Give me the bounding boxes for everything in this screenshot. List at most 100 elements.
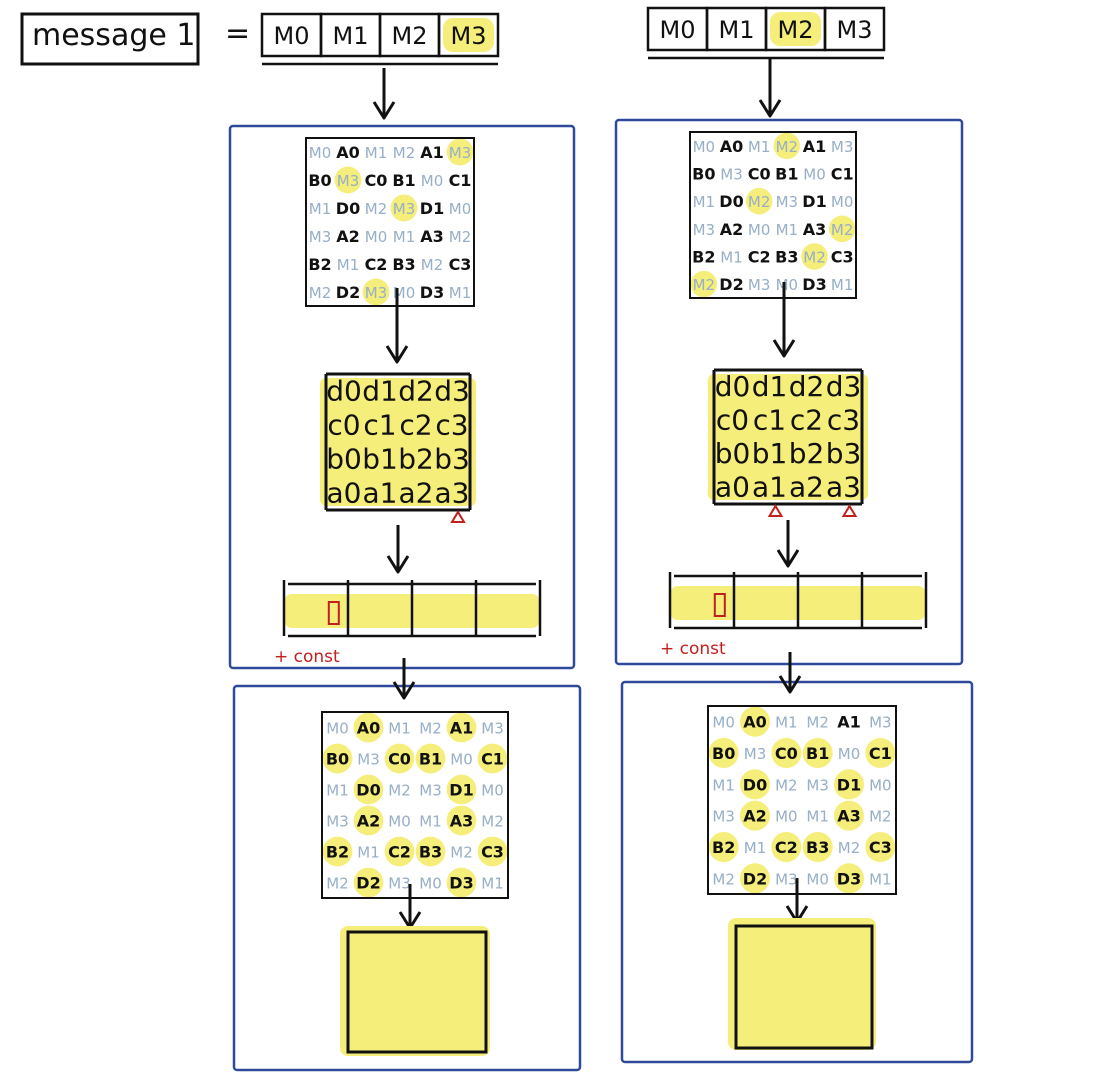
left-grid-after-cell: M3 bbox=[326, 813, 349, 831]
right-grid-before-cell: M3 bbox=[831, 138, 854, 156]
left-grid-before-cell-highlight bbox=[334, 166, 362, 194]
right-grid-before-cell: D0 bbox=[719, 192, 743, 211]
left-grid-before-cell: D2 bbox=[336, 283, 360, 302]
right-grid-after-cell: A2 bbox=[743, 807, 767, 826]
right-message-word: M1 bbox=[719, 16, 755, 44]
right-grid-after-cell: M3 bbox=[744, 745, 767, 763]
right-state-block-triangle-mark bbox=[841, 504, 858, 517]
left-grid-after-cell-highlight bbox=[477, 836, 508, 867]
left-state-block-word: c0 bbox=[327, 409, 360, 442]
right-output-bar-const-label: + const bbox=[660, 639, 726, 659]
right-grid-before-cell: M3 bbox=[748, 276, 771, 294]
left-grid-after-cell-highlight bbox=[415, 743, 446, 774]
right-state-block-word: d2 bbox=[789, 370, 825, 403]
right-grid-before-cell: B1 bbox=[775, 165, 798, 184]
left-grid-before-cell: D3 bbox=[420, 283, 444, 302]
right-grid-after-cell-highlight bbox=[802, 737, 833, 769]
right-output-bar-const-mark bbox=[713, 593, 726, 617]
left-arrow-next bbox=[392, 658, 416, 700]
right-grid-after-cell-highlight bbox=[739, 769, 771, 800]
right-grid-after-cell: C2 bbox=[775, 838, 798, 857]
right-grid-before-cell: D3 bbox=[802, 275, 826, 294]
left-grid-after-cell-highlight bbox=[446, 774, 477, 805]
header-equals: = bbox=[225, 16, 251, 51]
right-state-block-word: c0 bbox=[716, 404, 749, 437]
right-arrow-state bbox=[776, 520, 800, 568]
left-grid-after-cell: M3 bbox=[481, 720, 504, 738]
left-state-block-word: a0 bbox=[327, 477, 362, 510]
left-grid-after-cell-highlight bbox=[353, 805, 384, 836]
right-grid-before-cell: M2 bbox=[831, 221, 854, 239]
left-grid-before-cell: M3 bbox=[309, 228, 332, 246]
left-grid-before-cell: D1 bbox=[420, 199, 444, 218]
left-state-block-word: d1 bbox=[362, 375, 398, 408]
left-message-word: M0 bbox=[274, 22, 310, 50]
left-grid-after-cell: M0 bbox=[450, 751, 473, 769]
left-grid-after-border bbox=[321, 711, 509, 899]
left-state-block-word: d0 bbox=[326, 375, 362, 408]
left-state-block-triangle-mark bbox=[450, 510, 466, 523]
right-grid-after-cell-highlight bbox=[833, 800, 865, 831]
left-grid-after-cell: M2 bbox=[450, 844, 473, 862]
right-arrow-next-head bbox=[778, 675, 802, 694]
right-grid-after-cell-highlight bbox=[739, 800, 771, 831]
right-grid-after-cell-highlight bbox=[708, 831, 739, 863]
right-grid-before-cell: M2 bbox=[803, 249, 826, 267]
right-grid-before-cell: A3 bbox=[803, 220, 827, 239]
left-state-block-word: d2 bbox=[398, 375, 434, 408]
right-grid-before-cell: A2 bbox=[720, 220, 744, 239]
right-grid-before-cell-highlight bbox=[745, 187, 773, 215]
right-grid-after-cell: M3 bbox=[775, 870, 798, 888]
left-grid-before-cell: A1 bbox=[420, 143, 444, 162]
right-grid-before-cell: M3 bbox=[720, 166, 743, 184]
left-grid-after-cell: M2 bbox=[326, 875, 349, 893]
left-state-block-word: b0 bbox=[326, 443, 362, 476]
right-grid-after-cell: D2 bbox=[743, 869, 767, 888]
left-grid-before-cell: A0 bbox=[336, 143, 360, 162]
left-state-block-word: b3 bbox=[434, 443, 470, 476]
left-grid-after-cell-highlight bbox=[322, 836, 353, 867]
right-grid-before-cell: M0 bbox=[776, 276, 799, 294]
left-grid-before-cell: M1 bbox=[365, 144, 388, 162]
left-grid-before-cell: M3 bbox=[393, 200, 416, 218]
right-grid-after-cell: A1 bbox=[837, 713, 861, 732]
right-grid-after-cell: M0 bbox=[775, 808, 798, 826]
right-grid-after-cell: B3 bbox=[806, 838, 829, 857]
left-grid-before-cell: M0 bbox=[449, 200, 472, 218]
right-arrow-next bbox=[778, 652, 802, 694]
left-grid-after-cell: M0 bbox=[388, 813, 411, 831]
right-grid-before-cell: A1 bbox=[803, 137, 827, 156]
left-frame-next bbox=[232, 684, 582, 1072]
left-grid-before-cell: M2 bbox=[449, 228, 472, 246]
right-grid-before-cell: M1 bbox=[720, 249, 743, 267]
right-grid-before-border bbox=[689, 131, 857, 299]
right-state-block-border bbox=[712, 368, 864, 506]
left-grid-after-cell: C3 bbox=[481, 843, 504, 862]
left-grid-after-cell: M0 bbox=[326, 720, 349, 738]
left-grid-before-cell: M0 bbox=[309, 144, 332, 162]
left-grid-after-cell: C0 bbox=[388, 750, 411, 769]
right-grid-after-cell: M3 bbox=[869, 714, 892, 732]
right-grid-after-cell: M1 bbox=[744, 839, 767, 857]
left-message-highlight bbox=[443, 18, 494, 52]
left-grid-before-cell: B0 bbox=[308, 171, 331, 190]
right-grid-before-cell: C3 bbox=[831, 248, 854, 267]
right-grid-before-cell: B2 bbox=[692, 248, 715, 267]
right-grid-before-cell: M3 bbox=[776, 193, 799, 211]
left-grid-after-cell: M0 bbox=[419, 875, 442, 893]
left-arrow-state bbox=[386, 525, 410, 574]
left-state-block-word: c1 bbox=[363, 409, 396, 442]
right-grid-before-cell: D1 bbox=[802, 192, 826, 211]
left-final-block-fill bbox=[340, 926, 490, 1056]
left-grid-after-cell: M2 bbox=[388, 782, 411, 800]
left-grid-after-cell-highlight bbox=[353, 774, 384, 805]
right-grid-before-cell: B0 bbox=[692, 165, 715, 184]
left-grid-after-cell: M1 bbox=[357, 844, 380, 862]
left-grid-after-cell: A3 bbox=[450, 812, 474, 831]
right-grid-before-cell: M0 bbox=[831, 193, 854, 211]
left-grid-before-cell: C1 bbox=[449, 171, 472, 190]
left-output-bar-const-label: + const bbox=[274, 647, 340, 667]
left-final-block bbox=[346, 930, 488, 1054]
